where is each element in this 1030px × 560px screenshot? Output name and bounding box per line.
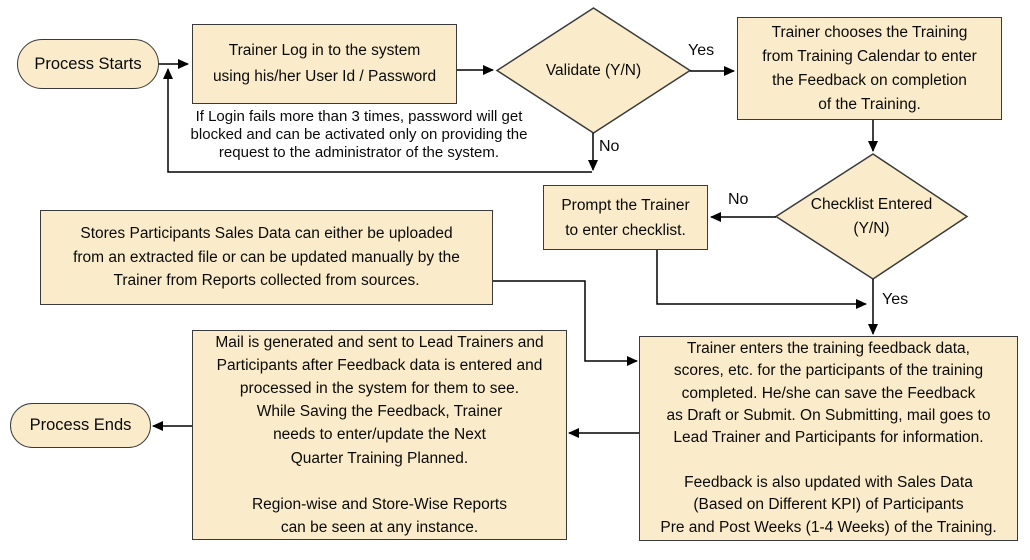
end-terminator: Process Ends: [10, 403, 151, 448]
checklist-yes-label: Yes: [882, 291, 909, 308]
mail-generated-box: Mail is generated and sent to Lead Train…: [192, 330, 567, 540]
validate-no-label: No: [599, 138, 620, 155]
enter-feedback-box: Trainer enters the training feedback dat…: [639, 336, 1018, 541]
checklist-no-label: No: [728, 191, 749, 208]
start-terminator: Process Starts: [17, 39, 159, 89]
edge-loopback-to-start: [163, 68, 592, 173]
edge-prompt-to-yes-line: [656, 250, 867, 309]
prompt-checklist-box: Prompt the Trainer to enter checklist.: [543, 185, 708, 250]
validate-decision-label: Validate (Y/N): [545, 61, 642, 79]
checklist-decision-label: Checklist Entered (Y/N): [810, 195, 933, 237]
validate-yes-label: Yes: [688, 42, 715, 59]
login-failure-note: If Login fails more than 3 times, passwo…: [190, 108, 528, 161]
edge-stores-to-feedback: [493, 280, 638, 366]
login-step-box: Trainer Log in to the system using his/h…: [192, 24, 457, 104]
stores-sales-data-box: Stores Participants Sales Data can eithe…: [40, 210, 493, 305]
choose-training-box: Trainer chooses the Training from Traini…: [737, 17, 1002, 120]
